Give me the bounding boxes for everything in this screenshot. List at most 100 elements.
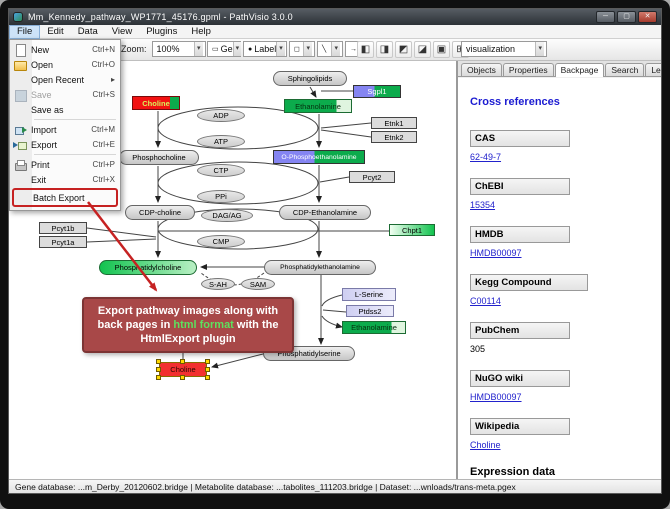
pathway-node-etnk1[interactable]: Etnk1	[371, 117, 417, 129]
pathway-node-sgpl1[interactable]: Sgpl1	[353, 85, 401, 98]
line-combobox[interactable]: ╲▾	[317, 41, 343, 57]
chevron-down-icon[interactable]: ▾	[276, 42, 285, 56]
pathway-node-adp[interactable]: ADP	[197, 109, 245, 122]
chevron-down-icon[interactable]: ▾	[303, 42, 312, 56]
pathway-node-atp[interactable]: ATP	[197, 135, 245, 148]
align-top-icon[interactable]: ◪	[414, 41, 431, 58]
pathway-node-phosphatidylethanolamine[interactable]: Phosphatidylethanolamine	[264, 260, 376, 275]
window-title: Mm_Kennedy_pathway_WP1771_45176.gpml - P…	[28, 12, 293, 22]
pathway-node-ppi[interactable]: PPi	[197, 190, 245, 203]
pathway-node-etnk2[interactable]: Etnk2	[371, 131, 417, 143]
xref-link[interactable]: HMDB00097	[470, 248, 522, 258]
xref-link[interactable]: Choline	[470, 440, 501, 450]
menubar-item-data[interactable]: Data	[77, 25, 98, 37]
menu-bar: File Edit Data View Plugins Help	[9, 24, 661, 39]
menubar-item-file[interactable]: File	[9, 24, 41, 39]
pathway-node-ctp[interactable]: CTP	[197, 164, 245, 177]
pathway-node-pcyt1a[interactable]: Pcyt1a	[39, 236, 87, 248]
tab-legend[interactable]: Legend	[645, 63, 661, 76]
zoom-combobox[interactable]: 100% ▾	[151, 41, 206, 57]
pathway-node-pcyt2[interactable]: Pcyt2	[349, 171, 395, 183]
shape-combobox[interactable]: ◻▾	[289, 41, 315, 57]
selection-handle[interactable]	[180, 359, 185, 364]
pathway-node-cdp-choline[interactable]: CDP-choline	[125, 205, 195, 220]
tab-search[interactable]: Search	[605, 63, 645, 76]
pathway-node-ethanolamine[interactable]: Ethanolamine	[284, 99, 352, 113]
pathway-node-chpt1[interactable]: Chpt1	[389, 224, 435, 236]
blank-icon	[13, 174, 27, 186]
xref-link[interactable]: HMDB00097	[470, 392, 522, 402]
pathway-node-ethanolamine[interactable]: Ethanolamine	[342, 321, 406, 334]
chevron-down-icon[interactable]: ▾	[194, 42, 203, 56]
align-left-icon[interactable]: ◩	[395, 41, 412, 58]
align-vertical-icon[interactable]: ◨	[376, 41, 393, 58]
visualization-value: visualization	[466, 44, 516, 54]
pathway-node-phosphocholine[interactable]: Phosphocholine	[119, 150, 199, 165]
chevron-down-icon[interactable]: ▾	[535, 42, 544, 56]
xref-link[interactable]: 15354	[470, 200, 496, 210]
chevron-down-icon[interactable]: ▾	[232, 42, 242, 56]
menu-item-batch-export[interactable]: Batch Export	[12, 188, 118, 207]
selection-handle[interactable]	[156, 359, 161, 364]
xref-link[interactable]: C00114	[470, 296, 501, 306]
maximize-button[interactable]: ▢	[617, 11, 636, 23]
gene-product-combobox[interactable]: ▭Ge▾	[207, 41, 242, 57]
tab-backpage[interactable]: Backpage	[554, 63, 605, 77]
pathway-node-sphingolipids[interactable]: Sphingolipids	[273, 71, 347, 86]
menu-shortcut: Ctrl+S	[92, 90, 115, 99]
align-horizontal-icon[interactable]: ◧	[357, 41, 374, 58]
pathway-node-sam[interactable]: SAM	[241, 278, 275, 290]
xref-link[interactable]: 62-49-7	[470, 152, 502, 162]
selection-handle[interactable]	[205, 359, 210, 364]
selection-handle[interactable]	[156, 375, 161, 380]
menubar-item-help[interactable]: Help	[191, 25, 211, 37]
selection-handle[interactable]	[205, 375, 210, 380]
selection-handle[interactable]	[180, 375, 185, 380]
selection-handle[interactable]	[205, 366, 210, 372]
submenu-arrow-icon: ▸	[110, 75, 115, 84]
minimize-button[interactable]: ─	[596, 11, 615, 23]
pathway-node-choline[interactable]: Choline	[132, 96, 180, 110]
menubar-item-view[interactable]: View	[111, 25, 133, 37]
xref-source-name: HMDB	[470, 226, 570, 243]
pathway-node-ptdss2[interactable]: Ptdss2	[346, 305, 394, 317]
title-bar[interactable]: Mm_Kennedy_pathway_WP1771_45176.gpml - P…	[9, 9, 661, 25]
annotation-callout: Export pathway images along with back pa…	[82, 297, 294, 353]
pathway-node-dag-ag[interactable]: DAG/AG	[201, 209, 253, 222]
pathway-node-cdp-ethanolamine[interactable]: CDP-Ethanolamine	[279, 205, 371, 220]
tab-objects[interactable]: Objects	[461, 63, 502, 76]
pathway-node-pcyt1b[interactable]: Pcyt1b	[39, 222, 87, 234]
visualization-combobox[interactable]: visualization ▾	[461, 41, 547, 57]
pathway-node-s-ah[interactable]: S-AH	[201, 278, 235, 290]
tab-properties[interactable]: Properties	[502, 63, 554, 76]
menubar-item-plugins[interactable]: Plugins	[146, 25, 178, 37]
close-button[interactable]: ✕	[638, 11, 657, 23]
chevron-down-icon[interactable]: ▾	[331, 42, 340, 56]
menu-item-save-as[interactable]: Save as	[10, 102, 120, 117]
pathway-node-phosphatidylcholine[interactable]: Phosphatidylcholine	[99, 260, 197, 275]
backpage-title: Cross references	[470, 96, 560, 108]
pathway-node-l-serine[interactable]: L-Serine	[342, 288, 396, 301]
tool-label: Label	[254, 44, 277, 54]
menu-item-open-recent[interactable]: Open Recent▸	[10, 72, 120, 87]
label-combobox[interactable]: ●Label▾	[243, 41, 287, 57]
pathway-node-o-phosphoethanolamine[interactable]: O-Phosphoethanolamine	[273, 150, 365, 164]
menu-separator	[34, 154, 116, 155]
pathway-node-choline[interactable]: Choline	[156, 359, 210, 380]
annotation-text-2: with the HtmlExport plugin	[140, 318, 279, 346]
pathway-node-cmp[interactable]: CMP	[197, 235, 245, 248]
menubar-item-edit[interactable]: Edit	[47, 25, 64, 37]
common-width-icon[interactable]: ▣	[433, 41, 450, 58]
selection-handle[interactable]	[156, 366, 161, 372]
